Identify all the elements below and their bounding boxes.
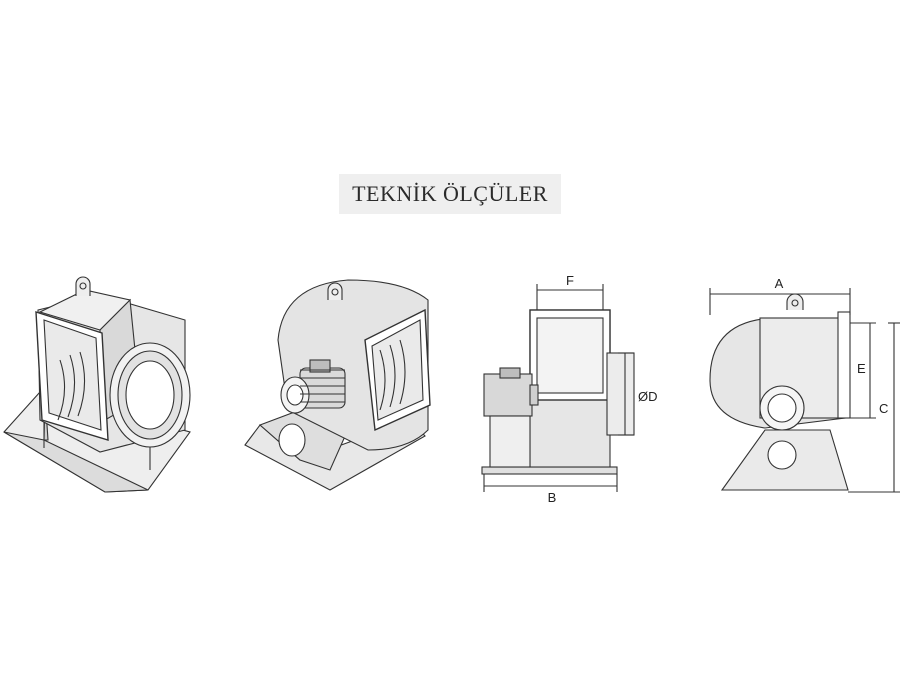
fan-front-view <box>709 288 900 493</box>
dimension-label-c: C <box>879 401 888 416</box>
dimension-label-e: E <box>857 361 866 376</box>
fan-isometric-view-right <box>244 279 431 491</box>
dimension-label-b: B <box>548 490 557 505</box>
dimension-label-a: A <box>775 276 784 291</box>
section-title: TEKNİK ÖLÇÜLER <box>352 181 548 206</box>
fan-side-view <box>481 284 635 492</box>
dimension-label-f: F <box>566 273 574 288</box>
fan-isometric-view-left <box>3 276 191 493</box>
dimension-label-d: ØD <box>638 389 658 404</box>
section-title-banner: TEKNİK ÖLÇÜLER <box>339 174 561 214</box>
